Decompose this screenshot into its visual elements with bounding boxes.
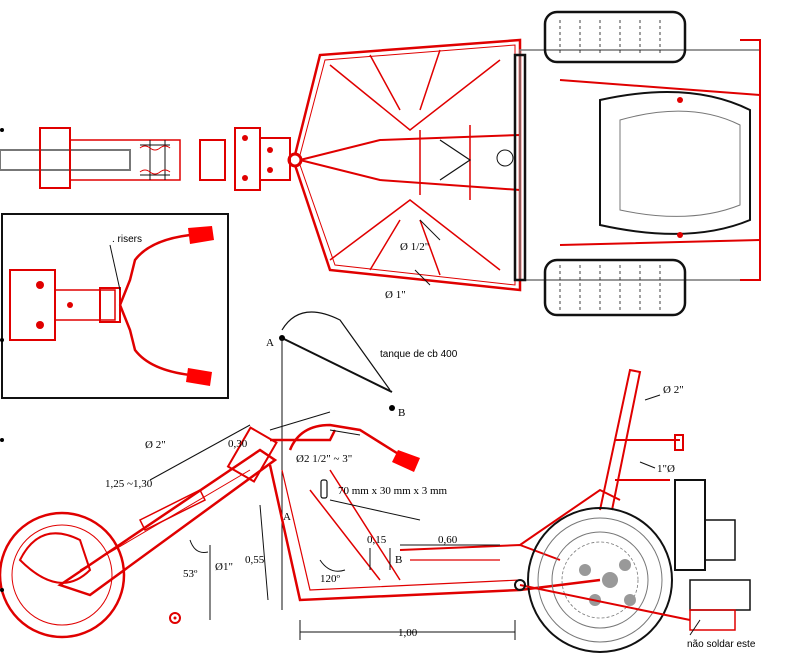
diameter-two-inch-left-label: Ø 2" — [145, 439, 166, 451]
no-weld-label: não soldar este — [687, 639, 756, 650]
risers-label: . risers — [112, 234, 142, 245]
handlebar-inset — [1, 213, 229, 399]
angle-53-label: 53º — [183, 568, 198, 580]
diameter-two-inch-right-label: Ø 2" — [663, 384, 684, 396]
side-view — [0, 311, 751, 653]
dimension-055-label: 0,55 — [245, 554, 265, 566]
dimension-125-130-label: 1,25 ~1,30 — [105, 478, 153, 490]
dimension-100-label: 1,00 — [398, 627, 418, 639]
diameter-handlebar-label: Ø2 1/2" ~ 3" — [296, 453, 352, 465]
diameter-one-inch-fork-label: Ø1" — [215, 561, 233, 573]
dimension-015-label: 0,15 — [367, 534, 387, 546]
diameter-one-inch-top-label: Ø 1" — [385, 289, 406, 301]
plate-dimension-label: 70 mm x 30 mm x 3 mm — [338, 485, 448, 497]
point-b-label: B — [398, 407, 405, 419]
dimension-030-label: 0,30 — [228, 438, 248, 450]
point-a-small-label: A — [283, 511, 291, 523]
rear-assembly-top — [513, 10, 761, 317]
diameter-half-inch-label: Ø 1/2" — [400, 241, 429, 253]
tank-label: tanque de cb 400 — [380, 349, 458, 360]
angle-120-label: 120º — [320, 573, 341, 585]
diameter-one-inch-right-label: 1"Ø — [657, 463, 675, 475]
top-view — [0, 10, 761, 317]
point-a-label: A — [266, 337, 274, 349]
dimension-lines — [149, 394, 701, 640]
front-fork-top — [0, 127, 303, 191]
dimension-060-label: 0,60 — [438, 534, 458, 546]
point-b-small-label: B — [395, 554, 402, 566]
